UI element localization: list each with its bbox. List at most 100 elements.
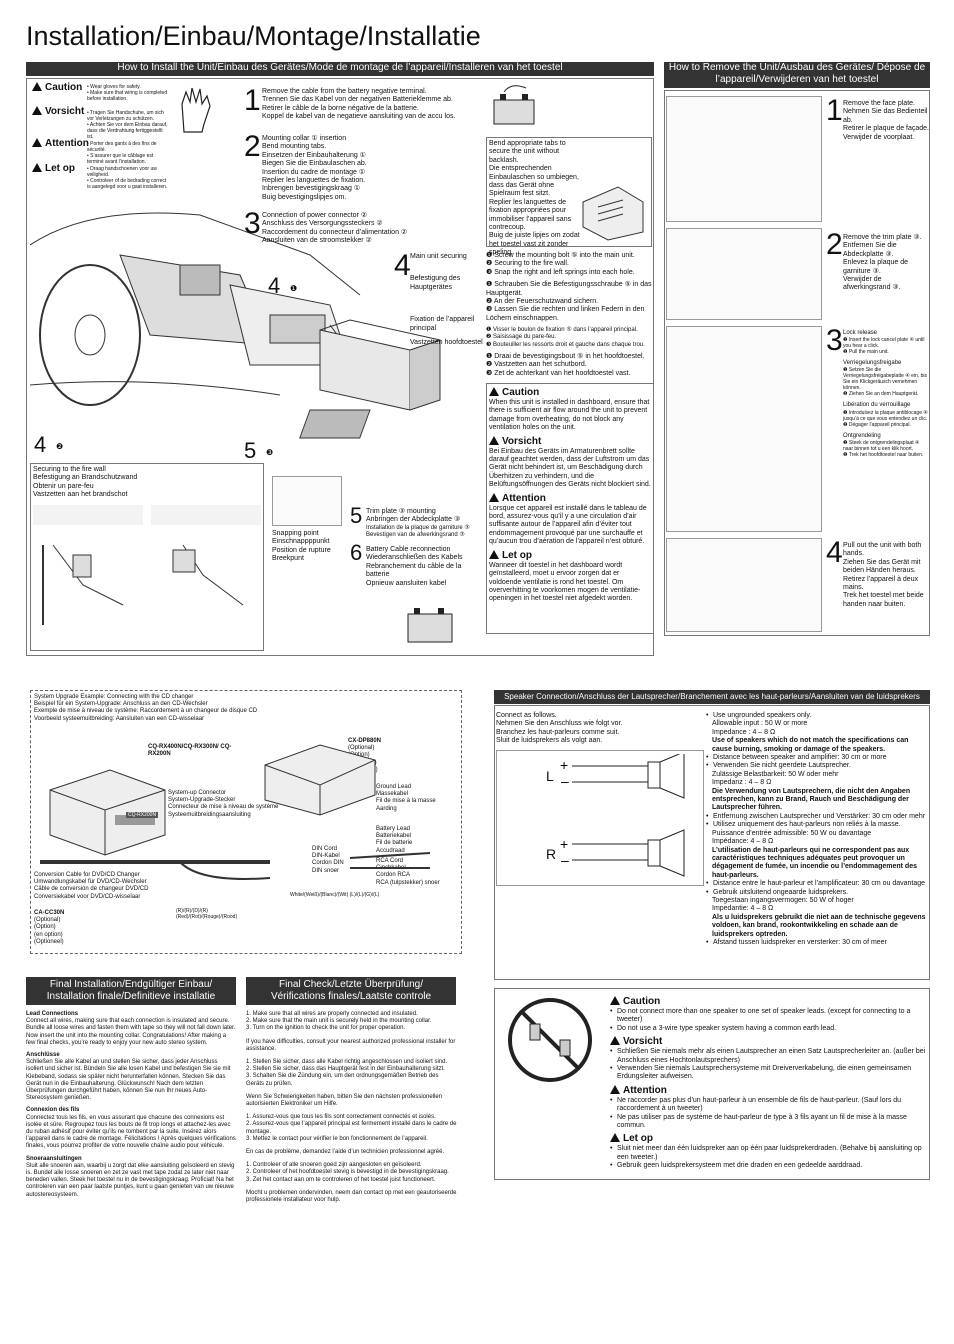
warning-icon — [32, 106, 42, 115]
install-frame — [26, 78, 654, 656]
ventilation-caution-box — [486, 383, 654, 634]
step-number: 4 — [394, 249, 411, 282]
step-number: 5 — [244, 438, 257, 463]
warning-icon — [610, 1133, 620, 1143]
step-sub: ❷ — [56, 442, 64, 451]
speaker-header: Speaker Connection/Anschluss der Lautspr… — [494, 690, 930, 704]
ca-cc30n-label: CA-CC30N(Optional)(Option)(en option)(Op… — [34, 910, 65, 945]
remove-step2-text: Remove the trim plate ③.Entfernen Sie di… — [843, 234, 922, 292]
vorsicht-label: Vorsicht — [32, 106, 84, 118]
step1-text: Remove the cable from the battery negati… — [262, 88, 456, 121]
warning-icon — [610, 1084, 620, 1094]
speaker-intro: Connect as follows.Nehmen Sie den Anschl… — [496, 712, 623, 745]
speaker-warning-box — [494, 988, 930, 1180]
final-check-text: 1. Make sure that all wires are properly… — [246, 1011, 457, 1204]
svg-text:+: + — [560, 757, 568, 773]
battery-icon — [493, 85, 535, 125]
step-number: 4 — [826, 536, 843, 569]
caution-label: Caution — [32, 82, 82, 94]
head-unit-illustration — [49, 769, 166, 856]
remove-header: How to Remove the Unit/Ausbau des Geräte… — [664, 62, 930, 88]
speaker-wiring: +– +– — [560, 754, 685, 877]
left-channel-label: L — [546, 768, 554, 784]
firewall-box — [30, 463, 264, 651]
step-number: 5 — [350, 503, 363, 528]
firewall-illustration — [33, 505, 261, 625]
warning-icon — [489, 492, 499, 502]
step-number: 1 — [244, 84, 261, 117]
warning-icon — [32, 82, 42, 91]
unit-badge: CQ-RX200N — [126, 812, 159, 818]
speaker-diagram — [496, 750, 704, 886]
warning-icon — [32, 138, 42, 147]
dashboard-illustration — [30, 212, 376, 406]
right-channel-label: R — [546, 846, 557, 862]
svg-text:–: – — [561, 852, 569, 868]
warning-icon — [610, 1036, 620, 1046]
step-sub: ❸ — [266, 448, 274, 457]
attention-label: Attention — [32, 138, 89, 150]
speaker-specs: Use ungrounded speakers only. Allowable … — [706, 712, 928, 948]
speaker-frame — [494, 705, 930, 980]
step-number: 4 — [34, 432, 47, 457]
step-number: 6 — [350, 540, 363, 565]
page-title: Installation/Einbau/Montage/Installatie — [26, 21, 481, 51]
install-header: How to Install the Unit/Einbau des Gerät… — [26, 62, 654, 76]
lock-release-illustration — [666, 326, 822, 532]
cd-changer-illustration — [264, 744, 376, 816]
step-number: 4 — [268, 273, 281, 298]
snapping-illustration — [272, 476, 342, 526]
battery-icon — [407, 608, 453, 643]
red-lead-label: (R)/(R)/(D)/(R) (Red)/(Rot)/(Rouge)/(Roo… — [176, 908, 238, 920]
warning-icon — [489, 435, 499, 445]
remove-face-plate-illustration — [666, 96, 822, 222]
speaker-warnings: Caution Do not connect more than one spe… — [610, 996, 926, 1171]
step-number: 3 — [826, 324, 843, 357]
final-installation-header: Final Installation/Endgültiger Einbau/ I… — [26, 977, 236, 1005]
step4-detail: ❶ Screw the mounting bolt ⑤ into the mai… — [486, 252, 652, 377]
letop-label: Let op — [32, 163, 75, 175]
bend-tabs-text: Bend appropriate tabs to secure the unit… — [489, 140, 580, 257]
ventilation-caution: Caution When this unit is installed in d… — [489, 387, 651, 603]
step-number: 2 — [244, 130, 261, 163]
final-check-header: Final Check/Letzte Überprüfung/ Vérifica… — [246, 977, 456, 1005]
remove-step1-text: Remove the face plate.Nehmen Sie das Bed… — [843, 100, 929, 141]
remove-trim-plate-illustration — [666, 228, 822, 320]
collar-tabs-illustration — [582, 186, 644, 241]
white-lead-label: White/(Weiß)/(Blanc)/(Wit) (L)/(L)/(G)/(… — [290, 892, 380, 898]
bend-tabs-box — [486, 137, 652, 247]
remove-step4-text: Pull out the unit with both hands.Ziehen… — [843, 542, 924, 608]
step-number: 2 — [826, 228, 843, 261]
step-number: 1 — [826, 94, 843, 127]
wiring-cables — [40, 852, 431, 880]
step-number: 3 — [244, 207, 261, 240]
remove-frame — [664, 90, 930, 636]
system-upgrade-title: System Upgrade Example: Connecting with … — [34, 694, 258, 722]
step-sub: ❶ — [290, 284, 298, 293]
warning-icon — [489, 549, 499, 559]
no-multiple-speakers-icon — [508, 998, 592, 1082]
system-upgrade-box — [30, 690, 462, 954]
mounting-collar-illustration — [299, 319, 441, 439]
warning-icon — [32, 163, 42, 172]
svg-text:–: – — [561, 773, 569, 789]
warning-icon — [610, 996, 620, 1005]
warning-icon — [489, 387, 499, 396]
gloves-icon — [181, 87, 211, 133]
pull-out-illustration — [666, 538, 822, 632]
svg-text:+: + — [560, 836, 568, 852]
